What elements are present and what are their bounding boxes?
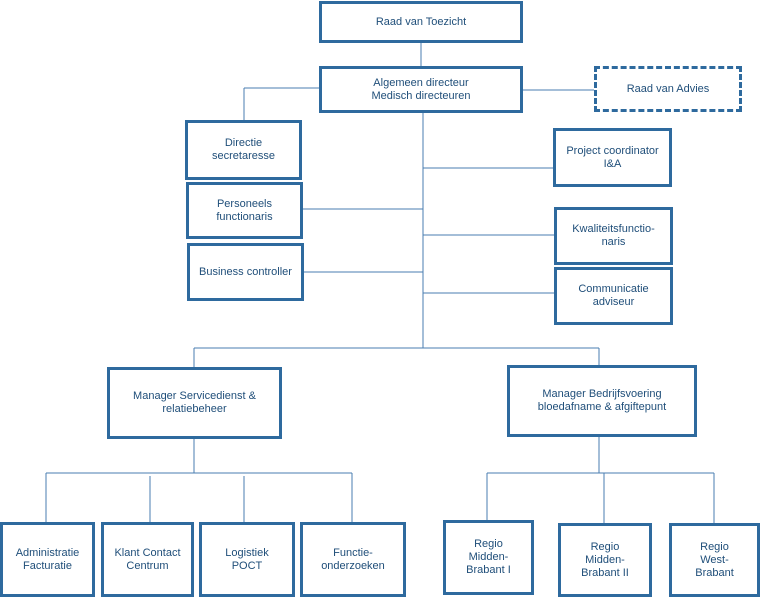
- node-klant-contact-centrum: Klant Contact Centrum: [101, 522, 194, 597]
- node-business-controller: Business controller: [187, 243, 304, 301]
- node-communicatie-adviseur: Communicatie adviseur: [554, 267, 673, 325]
- node-regio-west-brabant: Regio West- Brabant: [669, 523, 760, 597]
- node-raad-van-advies: Raad van Advies: [594, 66, 742, 112]
- node-raad-van-toezicht: Raad van Toezicht: [319, 1, 523, 43]
- node-logistiek-poct: Logistiek POCT: [199, 522, 295, 597]
- node-personeels-functionaris: Personeels functionaris: [186, 182, 303, 239]
- node-project-coordinator: Project coordinator I&A: [553, 128, 672, 187]
- node-directie-secretaresse: Directie secretaresse: [185, 120, 302, 180]
- node-manager-bedrijfsvoering: Manager Bedrijfsvoering bloedafname & af…: [507, 365, 697, 437]
- node-algemeen-directeur: Algemeen directeur Medisch directeuren: [319, 66, 523, 113]
- node-administratie-facturatie: Administratie Facturatie: [0, 522, 95, 597]
- node-manager-servicedienst: Manager Servicedienst & relatiebeheer: [107, 367, 282, 439]
- node-regio-midden-brabant-1: Regio Midden- Brabant I: [443, 520, 534, 595]
- node-regio-midden-brabant-2: Regio Midden- Brabant II: [558, 523, 652, 597]
- node-kwaliteitsfunctionaris: Kwaliteitsfunctio- naris: [554, 207, 673, 265]
- node-functieonderzoeken: Functie- onderzoeken: [300, 522, 406, 597]
